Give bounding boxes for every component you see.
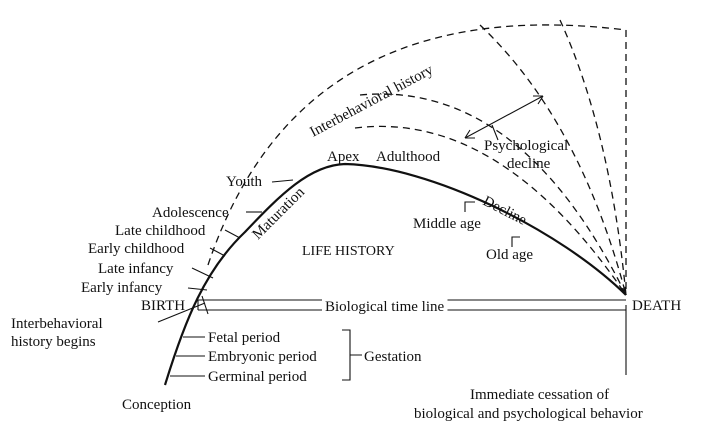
- biological-time-line-label: Biological time line: [325, 299, 444, 315]
- interbehavioral-begins-label-2: history begins: [11, 334, 96, 350]
- death-label: DEATH: [632, 298, 681, 314]
- psychological-decline-leader: [491, 124, 499, 141]
- psychological-label: Psychological: [484, 138, 568, 154]
- fetal-period-label: Fetal period: [208, 330, 281, 346]
- time-line-label-bg: [322, 299, 448, 315]
- decline-label-right: decline: [507, 156, 551, 172]
- interbehavioral-history-arc: [207, 24, 627, 266]
- adulthood-label: Adulthood: [376, 149, 441, 165]
- decline-arc-4: [559, 19, 627, 296]
- late-infancy-label: Late infancy: [98, 261, 174, 277]
- conception-label: Conception: [122, 397, 192, 413]
- early-infancy-leader: [187, 287, 208, 291]
- life-history-curve: [163, 162, 627, 386]
- early-childhood-label: Early childhood: [88, 241, 185, 257]
- germinal-period-label: Germinal period: [208, 369, 307, 385]
- early-childhood-leader: [209, 247, 226, 257]
- arrow-head-bottom: [464, 129, 475, 139]
- early-infancy-label: Early infancy: [81, 280, 163, 296]
- middle-age-leader: [464, 201, 475, 212]
- maturation-label: Maturation: [250, 184, 309, 243]
- late-infancy-leader: [191, 267, 214, 279]
- arrow-head-top: [533, 95, 544, 105]
- immediate-cessation-label-1: Immediate cessation of: [470, 387, 609, 403]
- youth-leader: [271, 179, 294, 183]
- decline-label: Decline: [480, 193, 529, 229]
- old-age-label: Old age: [486, 247, 533, 263]
- immediate-cessation-label-2: biological and psychological behavior: [414, 406, 643, 422]
- old-age-leader: [511, 236, 520, 247]
- decline-arc-2: [354, 125, 627, 296]
- life-history-label: LIFE HISTORY: [302, 244, 395, 259]
- youth-label: Youth: [226, 174, 262, 190]
- interbehavioral-history-label: Interbehavioral history: [307, 62, 436, 141]
- interbehavioral-begins-leader: [157, 302, 206, 323]
- decline-arc-1: [359, 93, 627, 296]
- middle-age-label: Middle age: [413, 216, 481, 232]
- interbehavioral-begins-label-1: Interbehavioral: [11, 316, 103, 332]
- adolescence-label: Adolescence: [152, 205, 229, 221]
- late-childhood-leader: [224, 229, 241, 239]
- birth-tick: [201, 295, 209, 315]
- embryonic-period-label: Embryonic period: [208, 349, 317, 365]
- birth-label: BIRTH: [141, 298, 185, 314]
- gestation-label: Gestation: [364, 349, 422, 365]
- decline-arc-3: [479, 24, 627, 296]
- late-childhood-label: Late childhood: [115, 223, 206, 239]
- gestation-bracket: [342, 329, 362, 381]
- apex-label: Apex: [327, 149, 360, 165]
- psychological-decline-arrow: [464, 95, 544, 139]
